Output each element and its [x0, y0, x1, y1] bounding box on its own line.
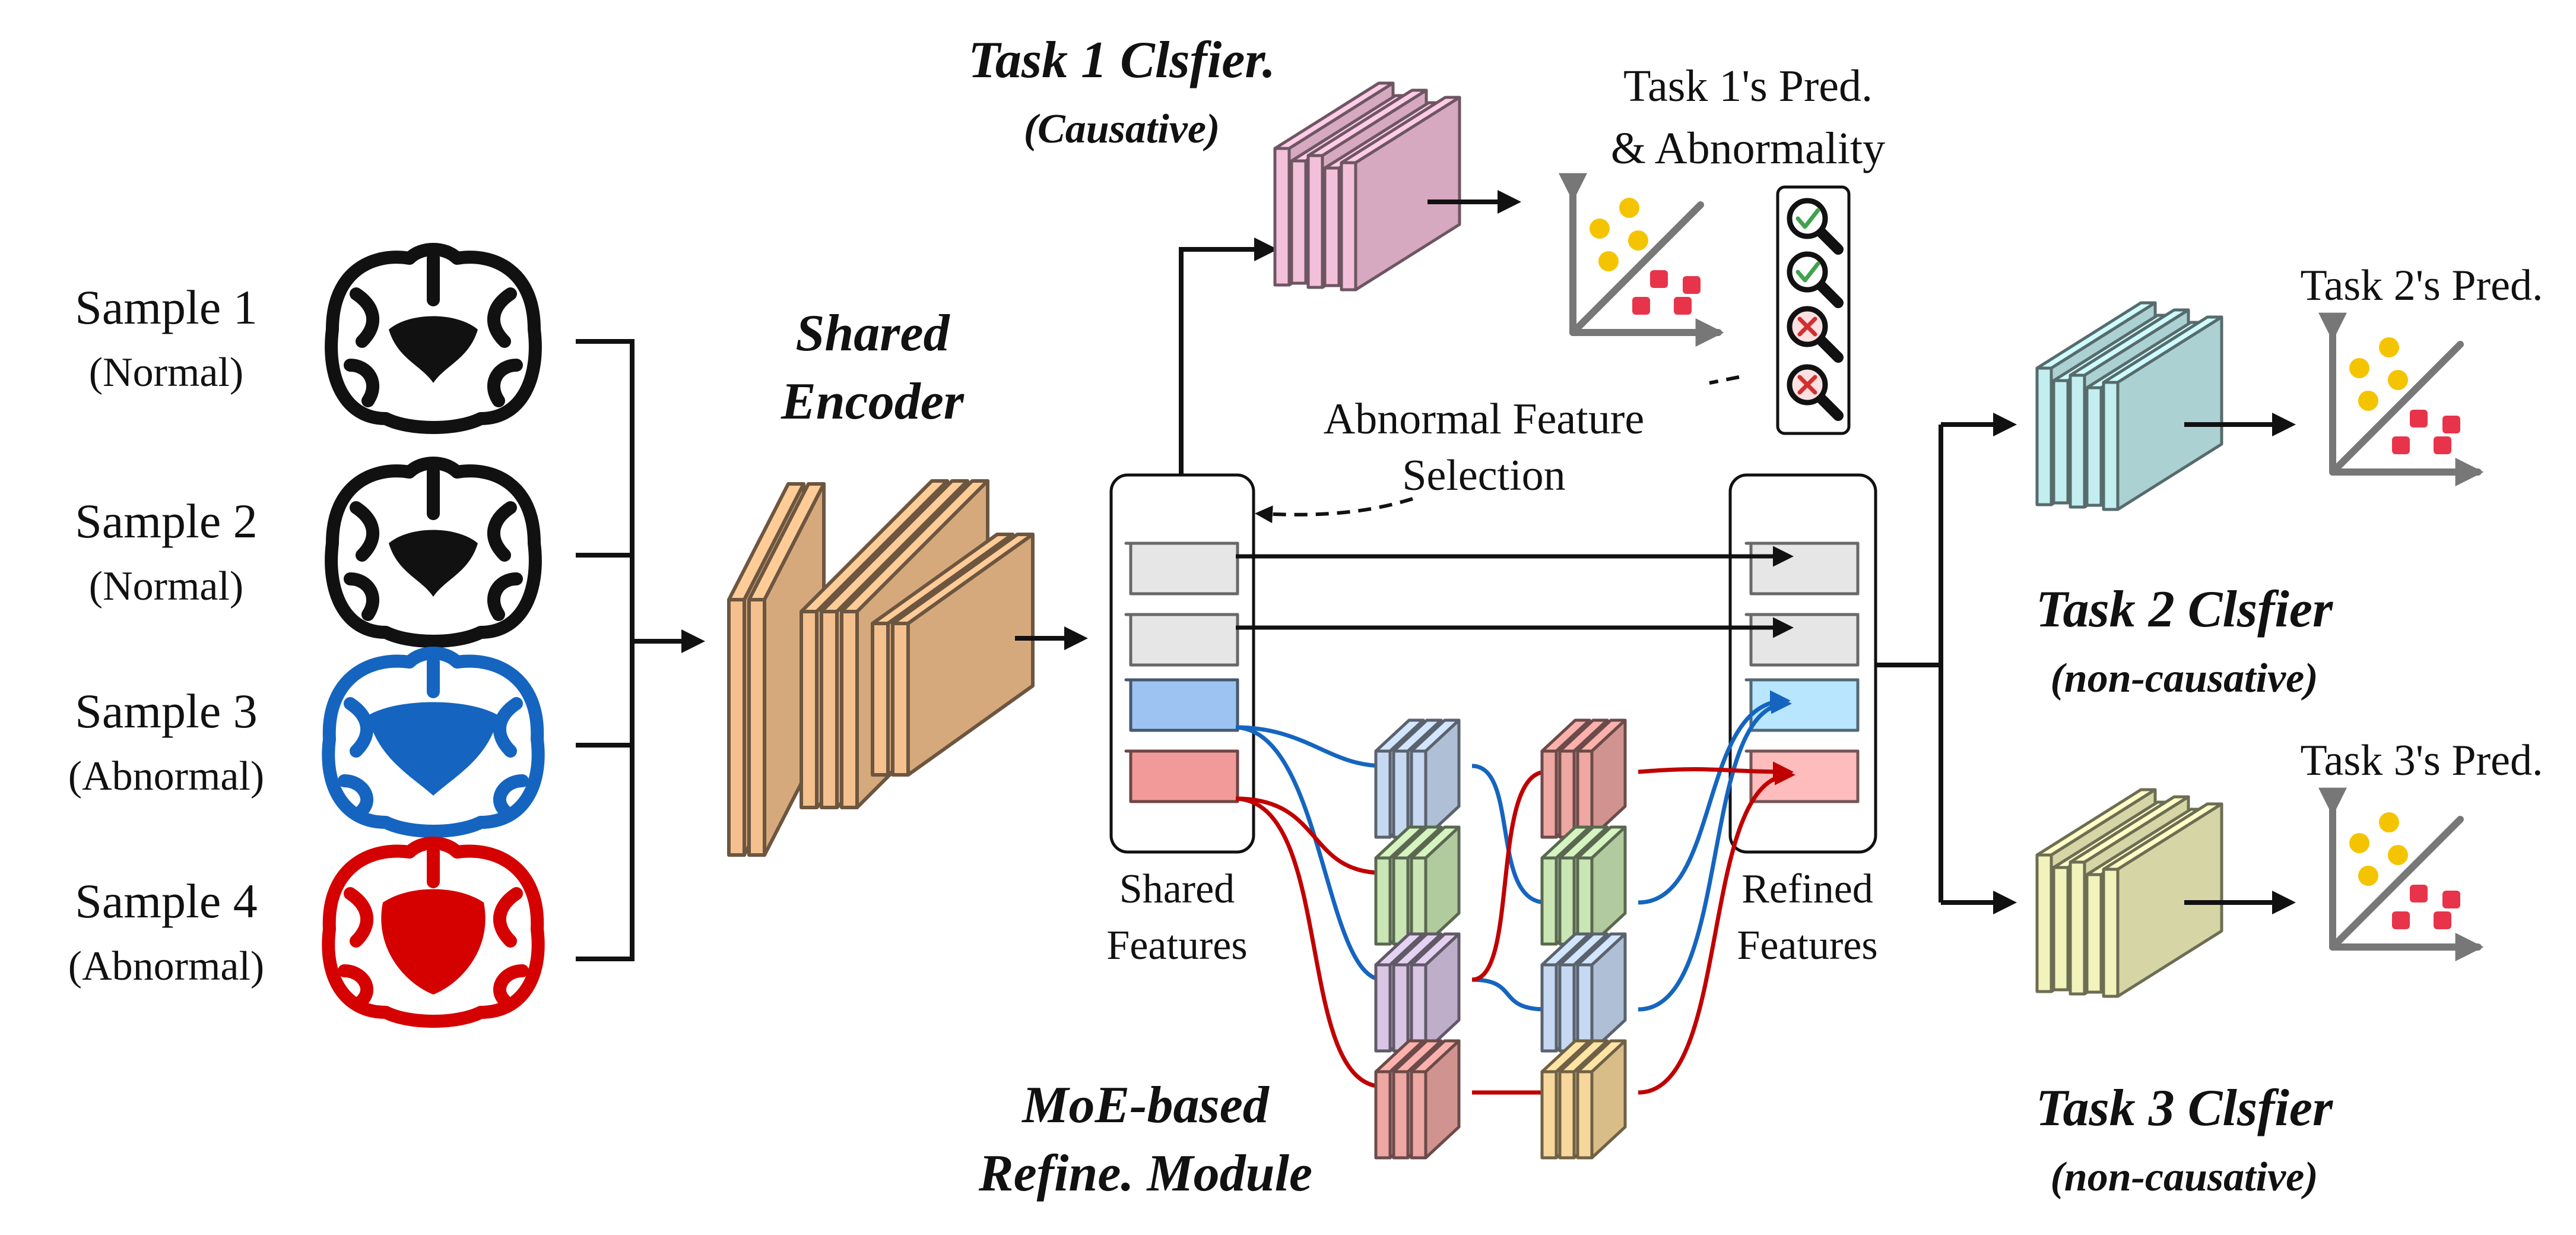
- encoder-label-line2: Encoder: [781, 373, 965, 430]
- task1-title: Task 1 Clsfier.: [968, 31, 1276, 89]
- shared-feature-block: [1124, 613, 1239, 667]
- scatter-plot-icon: [2318, 312, 2484, 486]
- sample-4-status: (Abnormal): [68, 943, 264, 989]
- brain-icon: [325, 243, 542, 434]
- sample-3-status: (Abnormal): [68, 753, 264, 799]
- task2-title: Task 2 Clsfier: [2036, 581, 2333, 638]
- sample-4: Sample 4 (Abnormal): [68, 874, 264, 989]
- shared-features-line1: Shared: [1119, 866, 1235, 912]
- cross-magnifier-icon: [1787, 306, 1844, 363]
- task3-title: Task 3 Clsfier: [2036, 1079, 2333, 1137]
- encoder-layer: [891, 533, 1035, 777]
- scatter-plot-icon: [1559, 173, 1724, 347]
- refined-feature-block: [1744, 542, 1860, 596]
- encoder-layers: [727, 479, 1035, 857]
- refined-feature-block: [1744, 678, 1860, 732]
- task1-pred-line2: & Abnormality: [1611, 124, 1885, 173]
- passthrough-arrows: [1236, 546, 1794, 638]
- sample-3-name: Sample 3: [75, 684, 257, 738]
- task1-pred-line1: Task 1's Pred.: [1623, 61, 1873, 111]
- expert-layer: [1576, 1039, 1627, 1160]
- encoder-label-line1: Shared: [795, 305, 950, 362]
- refined-feature-blocks: [1744, 542, 1860, 803]
- expert-block: [1374, 932, 1461, 1053]
- shared-feature-blocks: [1124, 542, 1239, 803]
- task1-branch: Task 1 Clsfier. (Causative) Task 1's Pre…: [968, 31, 1885, 524]
- shared-feature-block: [1124, 542, 1239, 596]
- refined-features: Refined Features: [1728, 473, 1878, 968]
- task2-classifier-layers: [2035, 301, 2223, 511]
- sample-4-name: Sample 4: [75, 874, 257, 928]
- task3-subtitle: (non-causative): [2050, 1154, 2318, 1200]
- expert-layer: [1410, 1039, 1461, 1160]
- selection-line1: Abnormal Feature: [1324, 395, 1644, 444]
- task1-subtitle: (Causative): [1024, 106, 1220, 152]
- expert-layer: [1576, 718, 1627, 839]
- classifier-layer: [1340, 96, 1461, 292]
- expert-block: [1540, 825, 1627, 946]
- moe-label-line2: Refine. Module: [978, 1145, 1312, 1202]
- expert-block: [1374, 718, 1461, 839]
- cross-magnifier-icon: [1787, 364, 1844, 421]
- task1-classifier-layers: [1273, 81, 1461, 292]
- classifier-layer: [2102, 802, 2223, 998]
- expert-block: [1374, 825, 1461, 946]
- selection-line2: Selection: [1402, 451, 1565, 500]
- shared-encoder: Shared Encoder: [727, 305, 1035, 857]
- brain-icon: [322, 647, 545, 838]
- refined-features-line2: Features: [1737, 923, 1877, 968]
- sample-2-status: (Normal): [89, 563, 243, 609]
- expert-layer: [1410, 932, 1461, 1053]
- task2-subtitle: (non-causative): [2050, 656, 2318, 701]
- output-bracket: [1876, 413, 2017, 914]
- moe-routing-lines: [1235, 690, 1795, 1095]
- refined-feature-block: [1744, 749, 1860, 803]
- input-bracket: [576, 339, 705, 961]
- task3-classifier-layers: [2035, 788, 2223, 998]
- moe-experts: [1374, 718, 1627, 1160]
- scatter-plot-icon: [2318, 787, 2484, 961]
- refined-features-line1: Refined: [1741, 866, 1873, 912]
- classifier-layer: [2102, 315, 2223, 511]
- expert-layer: [1410, 718, 1461, 839]
- check-magnifier-icon: [1787, 251, 1844, 308]
- samples-column: Sample 1 (Normal) Sample 2 (Normal) Samp…: [68, 280, 264, 989]
- shared-feature-block: [1124, 749, 1239, 803]
- task3-pred: Task 3's Pred.: [2301, 736, 2543, 785]
- task2-pred: Task 2's Pred.: [2301, 261, 2543, 310]
- expert-block: [1540, 718, 1627, 839]
- task3-branch: Task 3's Pred. Task 3 Clsfier (non-causa…: [2035, 736, 2543, 1200]
- brain-icon: [322, 837, 545, 1028]
- shared-feature-block: [1124, 678, 1239, 732]
- sample-1-status: (Normal): [89, 350, 243, 395]
- sample-1-name: Sample 1: [75, 280, 257, 334]
- expert-layer: [1410, 825, 1461, 946]
- sample-2: Sample 2 (Normal): [75, 494, 257, 609]
- moe-label-line1: MoE-based: [1021, 1076, 1270, 1134]
- refined-feature-block: [1744, 613, 1860, 667]
- sample-1: Sample 1 (Normal): [75, 280, 257, 395]
- abnormality-panel: [1776, 185, 1851, 435]
- sample-3: Sample 3 (Abnormal): [68, 684, 264, 799]
- shared-features: Shared Features: [1106, 473, 1255, 968]
- task2-branch: Task 2's Pred. Task 2 Clsfier (non-causa…: [2035, 261, 2543, 701]
- expert-block: [1540, 932, 1627, 1053]
- expert-layer: [1576, 825, 1627, 946]
- expert-layer: [1576, 932, 1627, 1053]
- expert-block: [1540, 1039, 1627, 1160]
- expert-block: [1374, 1039, 1461, 1160]
- shared-features-line2: Features: [1106, 923, 1247, 968]
- brain-icon: [325, 457, 542, 648]
- check-magnifier-icon: [1787, 198, 1844, 255]
- sample-2-name: Sample 2: [75, 494, 257, 548]
